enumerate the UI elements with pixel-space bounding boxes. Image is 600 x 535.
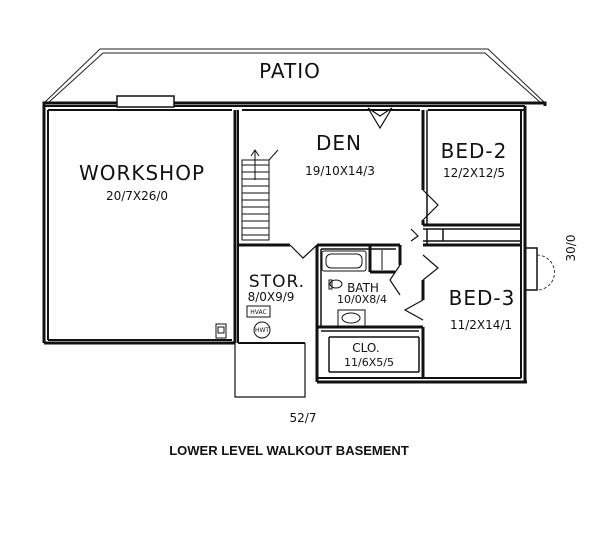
hvac-label: HVAC [250,309,266,316]
patio-label: PATIO [259,59,321,83]
clo-size: 11/6X5/5 [344,356,394,369]
hvac-unit: HVAC [246,305,271,318]
stor-size: 8/0X9/9 [248,290,295,304]
interior-walls [238,110,521,382]
bed2-size: 12/2X12/5 [443,166,505,180]
bed3-name: BED-3 [449,286,516,310]
bed3-size: 11/2X14/1 [450,318,512,332]
overall-width: 52/7 [290,411,317,425]
bath-size: 10/0X8/4 [337,293,387,306]
exterior-walls [42,101,547,384]
window [116,95,175,108]
bed2-name: BED-2 [441,139,508,163]
stairs [241,149,279,241]
workshop-size: 20/7X26/0 [106,189,168,203]
workshop-name: WORKSHOP [79,161,205,185]
hwt-label: HWT [255,327,269,334]
vanity [337,309,366,328]
bath-name: BATH [347,281,379,295]
bath-fixtures [321,250,383,328]
patio [43,48,546,104]
toilet [329,279,343,289]
bathtub [321,250,367,272]
clo-name: CLO. [352,341,379,355]
den-size: 19/10X14/3 [305,164,375,178]
stor-name: STOR. [249,272,305,292]
stoop [234,343,306,398]
den-name: DEN [316,131,362,155]
bay-window [525,247,538,291]
workshop-sink [215,323,227,339]
water-heater: HWT [253,321,271,339]
overall-depth: 30/0 [564,235,578,262]
doors [289,107,439,321]
plan-title: LOWER LEVEL WALKOUT BASEMENT [169,443,409,458]
